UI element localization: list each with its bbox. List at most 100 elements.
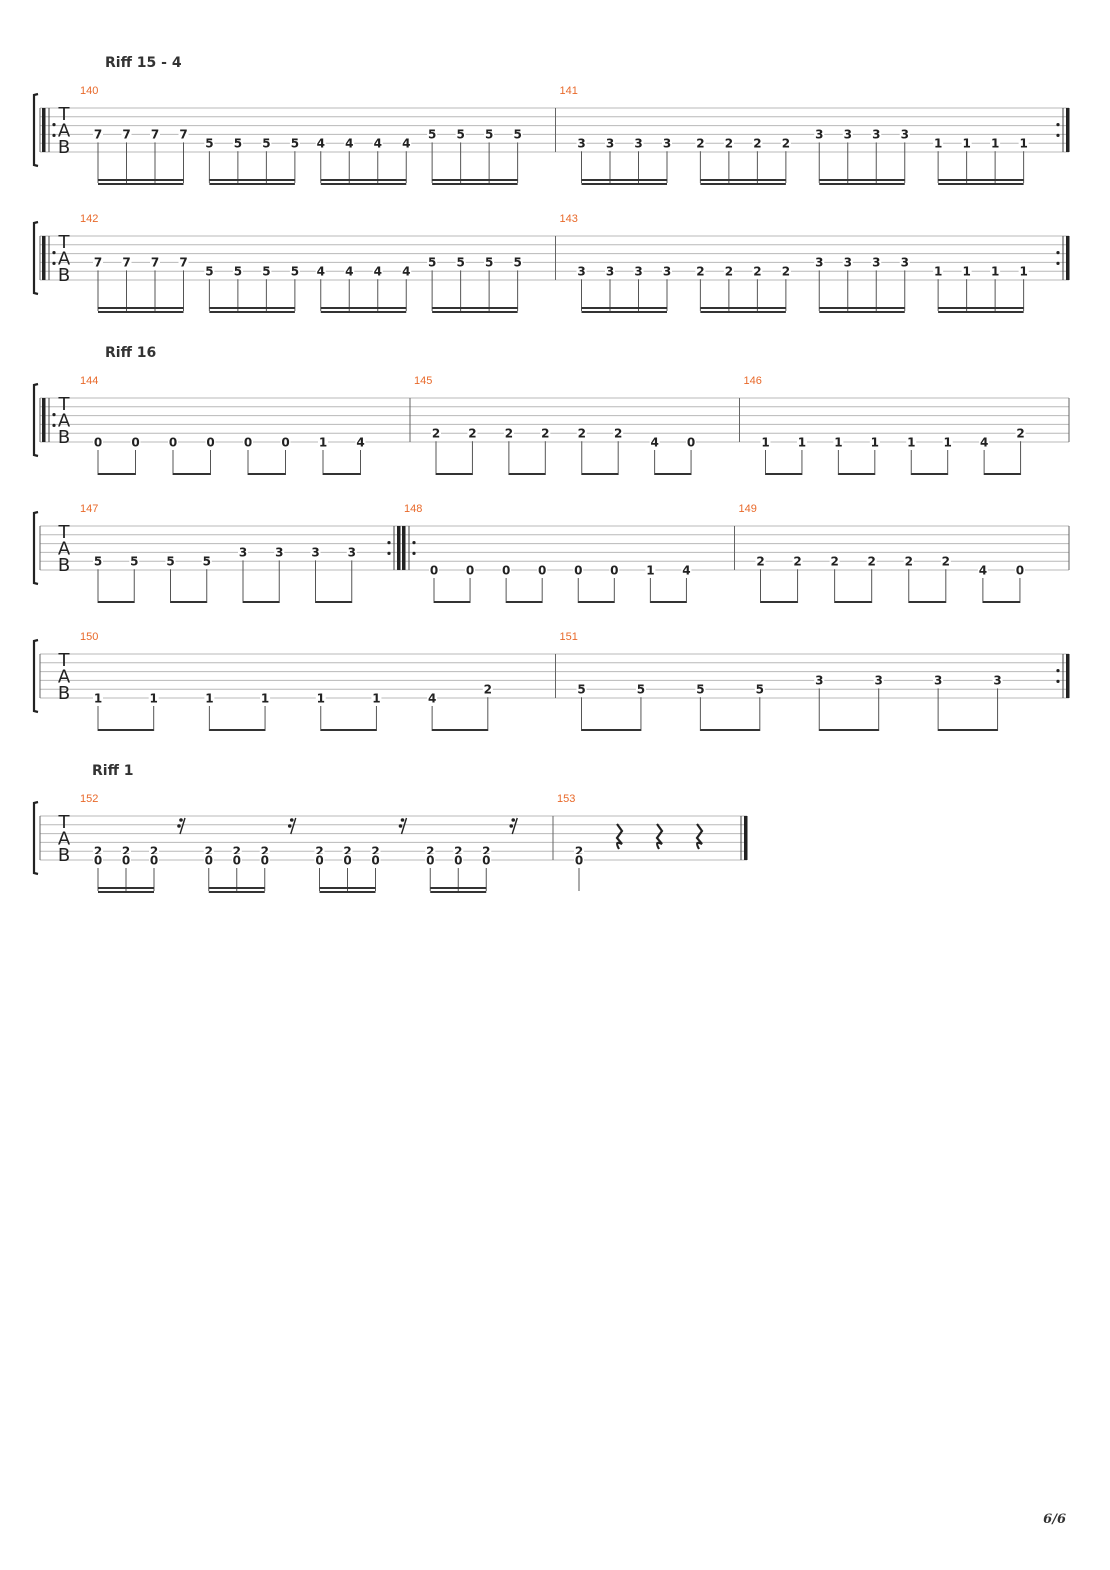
repeat-thick-bar <box>397 526 401 570</box>
beam-primary <box>315 601 352 603</box>
fret-knockout <box>178 128 189 141</box>
fret-knockout <box>942 436 953 448</box>
fret-knockout <box>484 128 495 141</box>
fret-knockout <box>484 256 495 269</box>
fret-knockout <box>933 265 944 278</box>
beam-secondary <box>320 311 407 313</box>
fret-number: 7 <box>179 256 187 270</box>
fret-knockout <box>871 256 882 269</box>
fret-number: 5 <box>166 555 174 569</box>
fret-knockout <box>645 564 656 576</box>
fret-knockout <box>605 265 615 278</box>
beam-primary <box>834 601 872 603</box>
tab-clef-letter: A <box>58 121 71 142</box>
beam-secondary <box>581 311 667 313</box>
fret-knockout <box>232 137 243 150</box>
beam-secondary <box>432 311 518 313</box>
fret-knockout <box>205 436 216 448</box>
fret-knockout <box>990 265 1001 278</box>
fret-knockout <box>231 854 242 866</box>
fret-number: 0 <box>466 563 474 577</box>
fret-knockout <box>723 265 734 278</box>
measure-number: 152 <box>80 793 98 805</box>
fret-number: 2 <box>343 845 351 859</box>
fret-knockout <box>93 555 103 568</box>
fret-knockout <box>243 436 253 448</box>
fret-number: 1 <box>962 265 970 279</box>
fret-number: 1 <box>261 691 269 705</box>
beam-primary <box>581 729 641 731</box>
fret-number: 2 <box>725 265 733 279</box>
beam-primary <box>654 473 692 475</box>
beam-primary <box>209 307 295 309</box>
tab-clef-letter: B <box>58 137 70 158</box>
fret-knockout <box>899 256 910 269</box>
fret-number: 5 <box>428 256 436 270</box>
fret-knockout <box>755 555 766 568</box>
fret-number: 2 <box>753 137 761 151</box>
tab-clef-letter: B <box>58 845 70 866</box>
fret-knockout <box>576 683 587 696</box>
rest-dot <box>398 824 403 828</box>
fret-knockout <box>482 683 493 696</box>
fret-knockout <box>93 436 103 448</box>
system-bracket <box>32 800 39 876</box>
fret-number: 0 <box>610 563 618 577</box>
fret-number: 4 <box>374 265 382 279</box>
fret-number: 2 <box>541 427 549 441</box>
repeat-thick-bar <box>1066 654 1070 698</box>
fret-number: 5 <box>205 265 213 279</box>
tab-clef-letter: T <box>58 650 71 671</box>
fret-knockout <box>427 256 438 269</box>
fret-number: 4 <box>980 435 988 449</box>
quarter-rest <box>655 823 664 850</box>
fret-knockout <box>933 674 944 687</box>
fret-number: 0 <box>244 435 252 449</box>
beam-primary <box>319 887 376 889</box>
fret-knockout <box>314 854 325 866</box>
fret-number: 5 <box>262 265 270 279</box>
fret-knockout <box>537 564 548 576</box>
beam-primary <box>984 473 1021 475</box>
fret-knockout <box>130 436 141 448</box>
fret-number: 2 <box>782 265 790 279</box>
fret-number: 0 <box>315 853 323 867</box>
fret-number: 2 <box>205 845 213 859</box>
sixteenth-rest <box>400 817 408 835</box>
fret-knockout <box>576 137 587 150</box>
beam-primary <box>650 601 687 603</box>
fret-number: 5 <box>485 128 493 142</box>
fret-knockout <box>814 674 825 687</box>
fret-knockout <box>1014 564 1025 576</box>
beam-primary <box>506 601 543 603</box>
repeat-dot <box>1056 261 1060 265</box>
rest-dot <box>400 818 405 822</box>
fret-number: 3 <box>348 546 356 560</box>
fret-number: 2 <box>150 845 158 859</box>
quarter-rest <box>615 823 624 850</box>
fret-knockout <box>605 137 615 150</box>
fret-knockout <box>231 845 242 858</box>
system-bracket <box>32 92 39 168</box>
fret-knockout <box>574 845 584 858</box>
fret-number: 0 <box>150 853 158 867</box>
fret-knockout <box>1015 427 1026 440</box>
measure-number: 146 <box>744 375 762 387</box>
beam-primary <box>938 179 1024 181</box>
fret-knockout <box>431 427 441 440</box>
beam-primary <box>765 473 802 475</box>
fret-number: 3 <box>901 128 909 142</box>
fret-number: 2 <box>454 845 462 859</box>
fret-number: 3 <box>901 256 909 270</box>
fret-number: 0 <box>538 563 546 577</box>
beam-secondary <box>209 183 295 185</box>
fret-knockout <box>465 564 476 576</box>
fret-knockout <box>467 427 478 440</box>
fret-number: 2 <box>696 265 704 279</box>
fret-knockout <box>574 854 584 866</box>
fret-knockout <box>204 137 215 150</box>
sixteenth-rest <box>290 817 297 835</box>
fret-knockout <box>866 555 877 568</box>
